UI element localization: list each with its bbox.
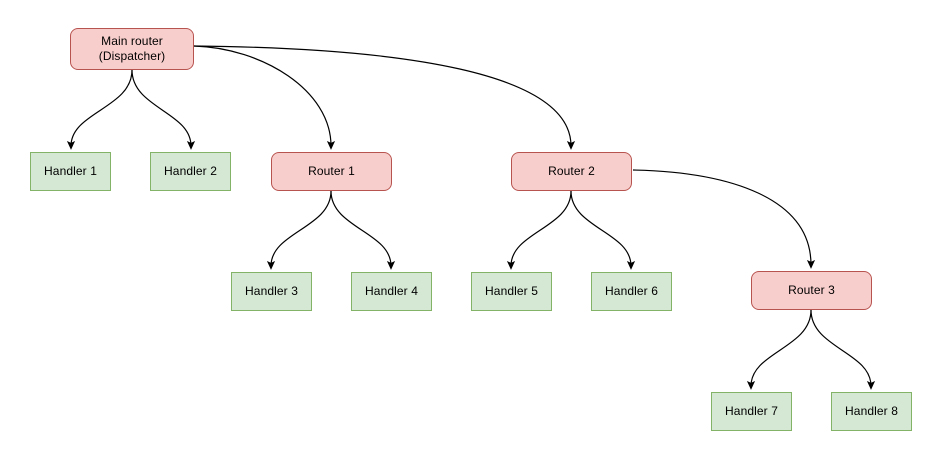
edge-main-to-handler-2 (131, 69, 196, 150)
edge-group (66, 45, 876, 390)
edge-router1-to-handler-4 (330, 190, 396, 270)
node-label-handler-5: Handler 5 (485, 284, 538, 298)
node-router-1[interactable]: Router 1 (271, 152, 392, 191)
node-label-router-3: Router 3 (788, 283, 835, 297)
node-router-2[interactable]: Router 2 (511, 152, 632, 191)
node-label-router-1: Router 1 (308, 164, 355, 178)
node-handler-8[interactable]: Handler 8 (831, 392, 912, 431)
node-handler-7[interactable]: Handler 7 (711, 392, 792, 431)
edge-router3-to-handler-7 (746, 309, 812, 390)
node-label-router-2: Router 2 (548, 164, 595, 178)
edge-main-to-router-2 (193, 45, 576, 150)
edge-main-to-router-1 (193, 45, 336, 150)
node-handler-1[interactable]: Handler 1 (30, 152, 111, 191)
node-label-main-router: Main router (Dispatcher) (98, 34, 166, 63)
edge-router2-to-handler-5 (506, 190, 572, 270)
node-handler-6[interactable]: Handler 6 (591, 272, 672, 311)
node-label-handler-6: Handler 6 (605, 284, 658, 298)
node-handler-4[interactable]: Handler 4 (351, 272, 432, 311)
node-label-handler-1: Handler 1 (44, 164, 97, 178)
node-router-3[interactable]: Router 3 (751, 271, 872, 310)
edge-router1-to-handler-3 (266, 190, 332, 270)
edge-router2-to-router-3 (632, 169, 816, 269)
node-label-handler-7: Handler 7 (725, 404, 778, 418)
node-handler-2[interactable]: Handler 2 (150, 152, 231, 191)
edge-router2-to-handler-6 (570, 190, 636, 270)
node-main-router[interactable]: Main router (Dispatcher) (70, 28, 194, 70)
edge-main-to-handler-1 (66, 69, 133, 150)
node-handler-5[interactable]: Handler 5 (471, 272, 552, 311)
node-label-handler-3: Handler 3 (245, 284, 298, 298)
node-label-handler-8: Handler 8 (845, 404, 898, 418)
node-label-handler-4: Handler 4 (365, 284, 418, 298)
node-label-handler-2: Handler 2 (164, 164, 217, 178)
edge-router3-to-handler-8 (810, 309, 876, 390)
node-handler-3[interactable]: Handler 3 (231, 272, 312, 311)
